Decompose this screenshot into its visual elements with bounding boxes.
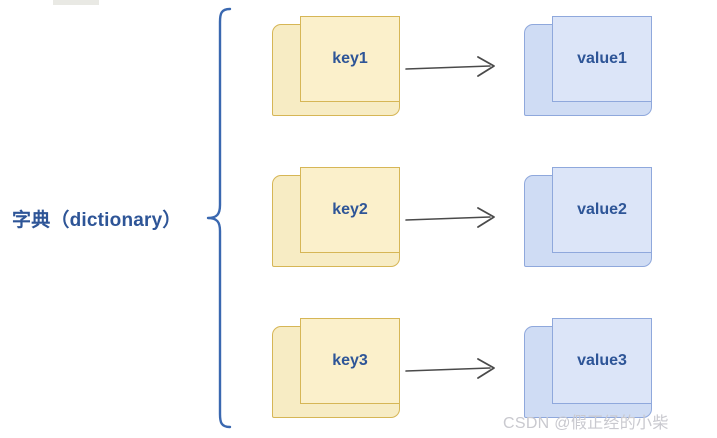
value-label-1: value1: [577, 50, 627, 67]
mapping-arrow-1: [402, 52, 512, 82]
key-book-2: key2: [272, 167, 400, 267]
mapping-arrow-3: [402, 354, 512, 384]
book-page: [300, 318, 400, 404]
value-book-1: value1: [524, 16, 652, 116]
grouping-brace: [200, 0, 240, 438]
dictionary-label: 字典（dictionary）: [12, 210, 182, 231]
value-label-3: value3: [577, 352, 627, 369]
value-book-3: value3: [524, 318, 652, 418]
book-page: [300, 16, 400, 102]
mapping-arrow-2: [402, 203, 512, 233]
book-page: [552, 318, 652, 404]
key-book-1: key1: [272, 16, 400, 116]
value-book-2: value2: [524, 167, 652, 267]
book-page: [552, 167, 652, 253]
csdn-watermark: CSDN @假正经的小柴: [503, 415, 669, 432]
key-label-2: key2: [332, 201, 368, 218]
book-page: [300, 167, 400, 253]
key-book-3: key3: [272, 318, 400, 418]
book-page: [552, 16, 652, 102]
value-label-2: value2: [577, 201, 627, 218]
top-left-gray-strip: [53, 0, 99, 5]
key-label-1: key1: [332, 50, 368, 67]
key-label-3: key3: [332, 352, 368, 369]
